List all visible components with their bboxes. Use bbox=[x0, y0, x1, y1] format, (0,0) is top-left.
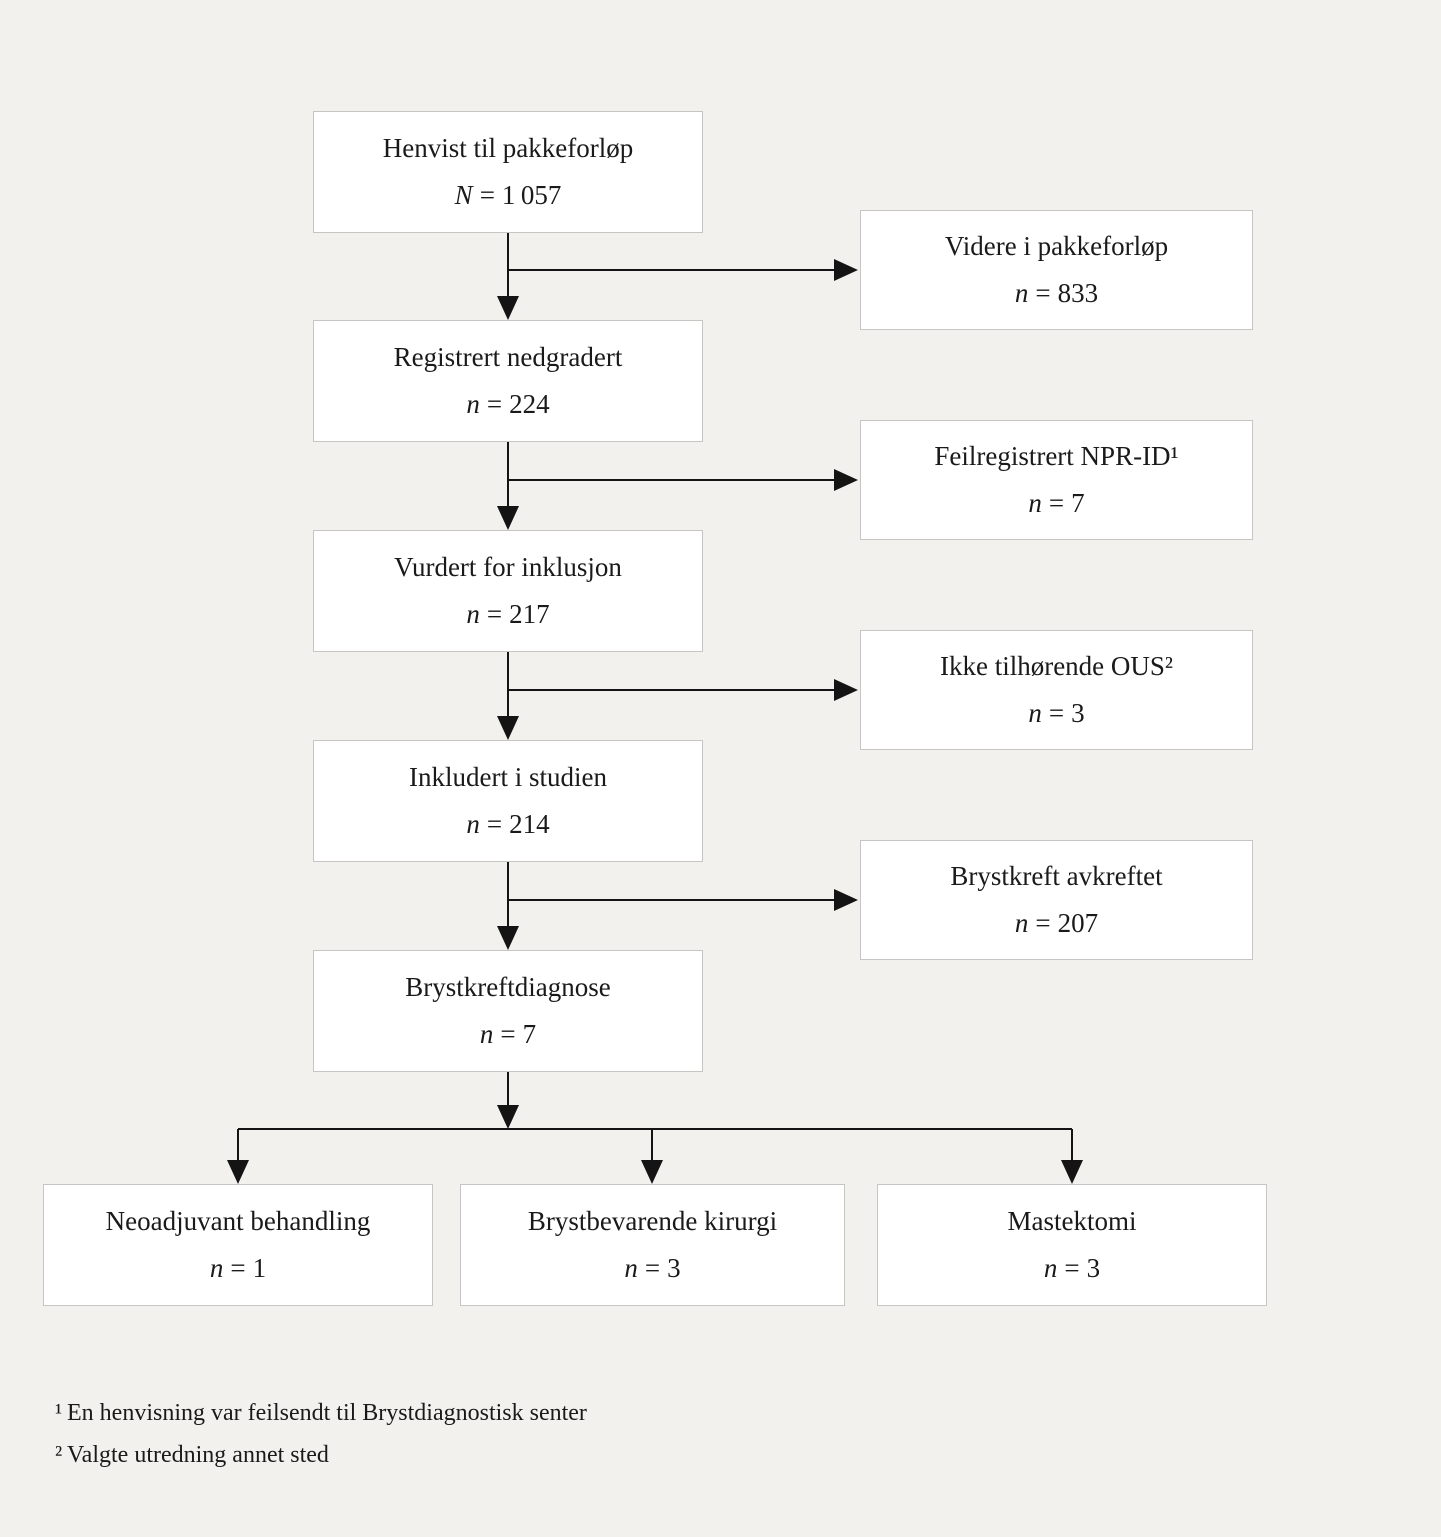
box-count: N = 1 057 bbox=[454, 179, 562, 210]
box-videre-i-pakkeforlop: Videre i pakkeforløp n = 833 bbox=[860, 210, 1253, 330]
box-vurdert-for-inklusjon: Vurdert for inklusjon n = 217 bbox=[313, 530, 703, 652]
box-count: n = 3 bbox=[624, 1252, 681, 1283]
arrow-outcome-3 bbox=[1061, 1129, 1083, 1184]
arrow-outcome-2 bbox=[641, 1129, 663, 1184]
box-label: Videre i pakkeforløp bbox=[944, 231, 1169, 262]
box-count: n = 1 bbox=[209, 1252, 267, 1283]
arrow-exclusion-3 bbox=[508, 679, 858, 701]
footnote-1: ¹ En henvisning var feilsendt til Brystd… bbox=[55, 1400, 587, 1426]
box-registrert-nedgradert: Registrert nedgradert n = 224 bbox=[313, 320, 703, 442]
box-ikke-tilhorende-ous: Ikke tilhørende OUS² n = 3 bbox=[860, 630, 1253, 750]
box-count: n = 214 bbox=[466, 808, 550, 839]
box-count: n = 7 bbox=[1028, 487, 1085, 518]
arrow-main-1 bbox=[497, 233, 519, 320]
box-inkludert-i-studien: Inkludert i studien n = 214 bbox=[313, 740, 703, 862]
box-count: n = 3 bbox=[1043, 1252, 1101, 1283]
box-brystbevarende-kirurgi: Brystbevarende kirurgi n = 3 bbox=[460, 1184, 845, 1306]
box-count: n = 207 bbox=[1014, 907, 1099, 938]
box-label: Inkludert i studien bbox=[409, 762, 607, 793]
box-mastektomi: Mastektomi n = 3 bbox=[877, 1184, 1267, 1306]
box-label: Brystkreftdiagnose bbox=[405, 972, 611, 1003]
box-henvist-til-pakkeforlop: Henvist til pakkeforløp N = 1 057 bbox=[313, 111, 703, 233]
arrow-exclusion-1 bbox=[508, 259, 858, 281]
box-label: Registrert nedgradert bbox=[393, 342, 623, 373]
box-label: Ikke tilhørende OUS² bbox=[939, 651, 1174, 682]
box-count: n = 3 bbox=[1028, 697, 1085, 728]
box-label: Brystbevarende kirurgi bbox=[527, 1206, 778, 1237]
box-label: Brystkreft avkreftet bbox=[950, 861, 1163, 892]
arrow-main-3 bbox=[497, 652, 519, 740]
box-label: Neoadjuvant behandling bbox=[105, 1206, 371, 1237]
box-count: n = 833 bbox=[1014, 277, 1099, 308]
box-brystkreftdiagnose: Brystkreftdiagnose n = 7 bbox=[313, 950, 703, 1072]
box-label: Mastektomi bbox=[1007, 1206, 1137, 1237]
box-label: Henvist til pakkeforløp bbox=[382, 133, 634, 164]
box-feilregistrert-npr-id: Feilregistrert NPR-ID¹ n = 7 bbox=[860, 420, 1253, 540]
box-count: n = 217 bbox=[466, 598, 550, 629]
arrow-main-2 bbox=[497, 442, 519, 530]
box-label: Vurdert for inklusjon bbox=[394, 552, 622, 583]
footnotes: ¹ En henvisning var feilsendt til Brystd… bbox=[55, 1392, 587, 1476]
arrow-exclusion-4 bbox=[508, 889, 858, 911]
box-count: n = 224 bbox=[466, 388, 550, 419]
box-neoadjuvant-behandling: Neoadjuvant behandling n = 1 bbox=[43, 1184, 433, 1306]
footnote-2: ² Valgte utredning annet sted bbox=[55, 1442, 329, 1468]
box-brystkreft-avkreftet: Brystkreft avkreftet n = 207 bbox=[860, 840, 1253, 960]
arrow-main-4 bbox=[497, 862, 519, 950]
arrow-exclusion-2 bbox=[508, 469, 858, 491]
box-label: Feilregistrert NPR-ID¹ bbox=[934, 441, 1179, 472]
box-count: n = 7 bbox=[479, 1018, 537, 1049]
arrow-outcome-1 bbox=[227, 1129, 249, 1184]
arrow-main-5 bbox=[497, 1072, 519, 1129]
